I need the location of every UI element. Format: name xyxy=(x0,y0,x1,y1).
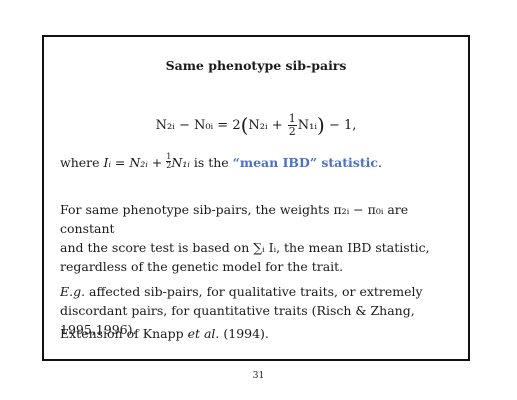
para4-suffix: (1994). xyxy=(219,326,269,341)
para1-suffix: . xyxy=(377,155,382,170)
equation-frac-num: 1 xyxy=(287,112,297,127)
example-paragraph: E.g. affected sib-pairs, for qualitative… xyxy=(60,282,456,339)
para1-expr-b: N₁ᵢ xyxy=(171,155,190,170)
para4-etal: et al. xyxy=(187,326,220,341)
equation-inner-a: N₂ᵢ + xyxy=(248,118,283,134)
para2-line3: regardless of the genetic model for the … xyxy=(60,259,344,274)
weights-paragraph: For same phenotype sib-pairs, the weight… xyxy=(60,200,456,276)
mean-ibd-highlight: “mean IBD” statistic xyxy=(232,155,378,170)
para4-prefix: Extension of Knapp xyxy=(60,326,188,341)
extension-paragraph: Extension of Knapp et al. (1994). xyxy=(60,324,456,343)
para1-frac-num: 1 xyxy=(166,152,172,162)
page-number: 31 xyxy=(252,371,265,381)
para2-line2: and the score test is based on ∑ᵢ Iᵢ, th… xyxy=(60,240,430,255)
para1-frac-den: 2 xyxy=(166,161,172,170)
slide-title: Same phenotype sib-pairs xyxy=(165,58,347,73)
equation-frac-den: 2 xyxy=(288,125,296,139)
para1-prefix: where xyxy=(60,155,104,170)
para3-line2: discordant pairs, for quantitative trait… xyxy=(60,303,415,337)
equation-open-paren: ( xyxy=(240,112,249,137)
para3-eg: E.g. xyxy=(60,284,86,299)
para3-line1-rest: affected sib-pairs, for qualitative trai… xyxy=(85,284,423,299)
equation-close-paren: ) xyxy=(317,112,325,137)
para1-middle: is the xyxy=(189,155,233,170)
para2-line1: For same phenotype sib-pairs, the weight… xyxy=(60,202,409,236)
para1-expr-a: Iᵢ = N₂ᵢ + xyxy=(103,155,163,170)
equation-lhs: N₂ᵢ − N₀ᵢ = 2 xyxy=(155,118,241,134)
equation-inner-b: N₁ᵢ xyxy=(297,118,317,134)
slide-frame: Same phenotype sib-pairs N₂ᵢ − N₀ᵢ = 2(N… xyxy=(42,35,470,361)
equation-rhs: − 1, xyxy=(324,118,357,134)
